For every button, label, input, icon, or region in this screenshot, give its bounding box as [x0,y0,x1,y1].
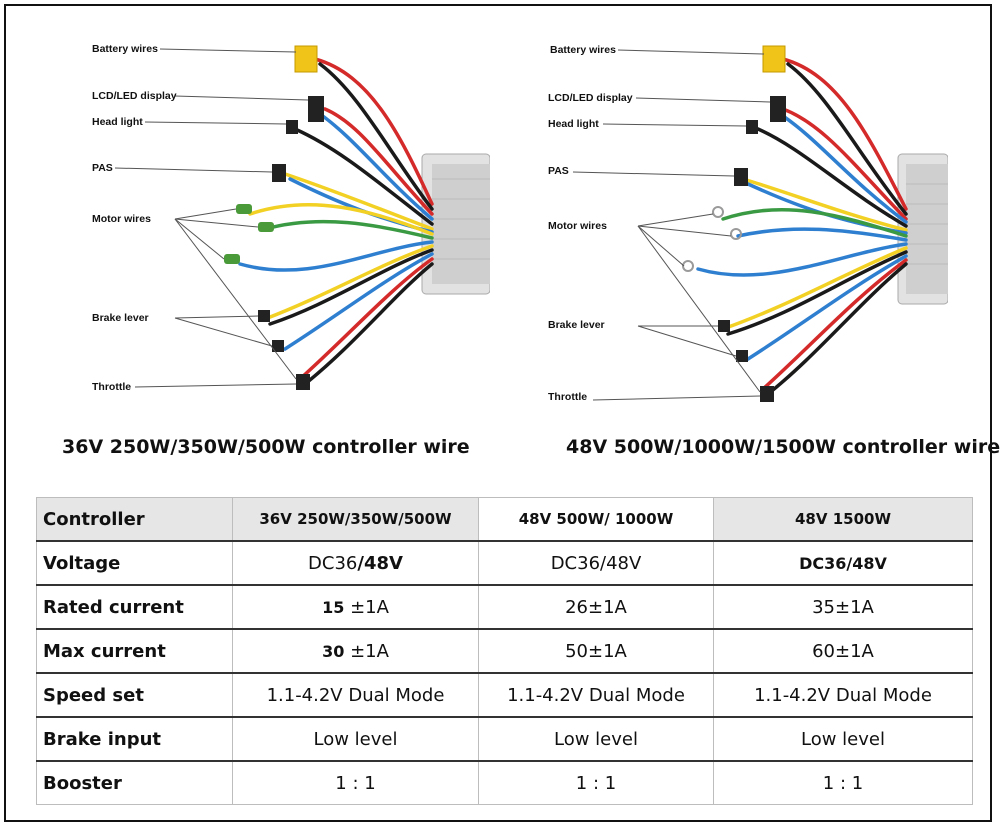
brake-connector-1 [258,310,270,322]
wiring-diagram-36v: Battery wires LCD/LED display Head light… [40,14,490,424]
cell-rated-48v-1500w: 35±1A [713,584,973,630]
row-label-max-current: Max current [36,628,233,674]
caption-36v: 36V 250W/350W/500W controller wire [62,436,470,458]
callout-lines [114,48,309,388]
row-label-speed-set: Speed set [36,672,233,718]
header-col-48v-1000w: 48V 500W/ 1000W [478,497,714,542]
table-row-max-current: Max current 30 ±1A 50±1A 60±1A [36,628,973,674]
cell-rated-36v: 15 ±1A [232,584,479,630]
table-row-voltage: Voltage DC36/48V DC36/48V DC36/48V [36,540,973,586]
label-battery-wires: Battery wires [92,43,158,55]
table-row-booster: Booster 1 : 1 1 : 1 1 : 1 [36,760,973,805]
brake-connector-2 [272,340,284,352]
table-row-brake-input: Brake input Low level Low level Low leve… [36,716,973,762]
figure-frame [4,4,992,822]
cell-brake-36v: Low level [232,716,479,762]
cell-max-48v-1500w: 60±1A [713,628,973,674]
motor-connectors [682,206,742,272]
cell-max-48v-1000w: 50±1A [478,628,714,674]
cell-speed-48v-1000w: 1.1-4.2V Dual Mode [478,672,714,718]
label-battery-wires: Battery wires [550,44,616,56]
row-label-voltage: Voltage [36,540,233,586]
label-motor-wires: Motor wires [92,213,151,225]
header-col-48v-1500w: 48V 1500W [713,497,973,542]
cell-voltage-36v: DC36/48V [232,540,479,586]
callout-lines [572,49,771,401]
cell-rated-48v-1000w: 26±1A [478,584,714,630]
cell-max-36v: 30 ±1A [232,628,479,674]
throttle-connector [296,374,310,390]
label-motor-wires: Motor wires [548,220,607,232]
controller-housing [897,153,948,305]
caption-48v: 48V 500W/1000W/1500W controller wire [566,436,1000,458]
cell-brake-48v-1000w: Low level [478,716,714,762]
lcd-connector [308,96,324,122]
row-label-rated-current: Rated current [36,584,233,630]
label-head-light: Head light [548,118,599,130]
brake-connector-2 [736,350,748,362]
label-brake-lever: Brake lever [548,319,605,331]
header-controller: Controller [36,497,233,542]
cell-voltage-48v-1500w: DC36/48V [713,540,973,586]
row-label-brake-input: Brake input [36,716,233,762]
throttle-connector [760,386,774,402]
header-col-36v: 36V 250W/350W/500W [232,497,479,542]
label-throttle: Throttle [548,391,587,403]
cell-booster-48v-1500w: 1 : 1 [713,760,973,805]
label-lcd-display: LCD/LED display [548,92,633,104]
label-head-light: Head light [92,116,143,128]
wire-harness [696,57,908,396]
pas-connector [272,164,286,182]
lcd-connector [770,96,786,122]
cell-speed-48v-1500w: 1.1-4.2V Dual Mode [713,672,973,718]
motor-connectors [224,204,274,264]
pas-connector [734,168,748,186]
battery-connector [762,45,786,73]
table-header-row: Controller 36V 250W/350W/500W 48V 500W/ … [36,497,973,542]
headlight-connector [746,120,758,134]
cell-voltage-48v-1000w: DC36/48V [478,540,714,586]
table-row-rated-current: Rated current 15 ±1A 26±1A 35±1A [36,584,973,630]
row-label-booster: Booster [36,760,233,805]
label-pas: PAS [92,162,113,174]
battery-connector [294,45,318,73]
cell-booster-36v: 1 : 1 [232,760,479,805]
brake-connector-1 [718,320,730,332]
headlight-connector [286,120,298,134]
cell-brake-48v-1500w: Low level [713,716,973,762]
cell-speed-36v: 1.1-4.2V Dual Mode [232,672,479,718]
controller-housing [421,153,490,295]
label-throttle: Throttle [92,381,131,393]
label-lcd-display: LCD/LED display [92,90,177,102]
table-row-speed-set: Speed set 1.1-4.2V Dual Mode 1.1-4.2V Du… [36,672,973,718]
wiring-diagram-48v: Battery wires LCD/LED display Head light… [498,14,948,424]
label-pas: PAS [548,165,569,177]
label-brake-lever: Brake lever [92,312,149,324]
cell-booster-48v-1000w: 1 : 1 [478,760,714,805]
wire-harness [238,57,434,386]
spec-table: Controller 36V 250W/350W/500W 48V 500W/ … [36,497,973,805]
